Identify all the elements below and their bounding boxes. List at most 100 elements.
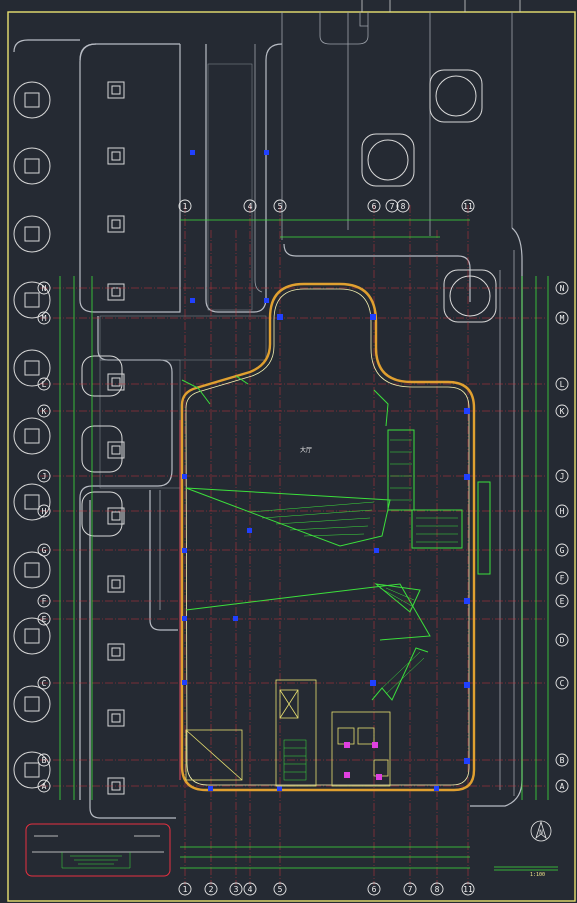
axis-label: J [560, 472, 565, 481]
axis-bubble-A: A [37, 779, 51, 793]
axis-bubble-8: 8 [430, 882, 444, 896]
axis-label: M [560, 314, 565, 323]
axis-bubble-E: E [555, 594, 569, 608]
inset-section-detail [25, 823, 171, 877]
axis-label: A [42, 782, 47, 791]
axis-bubble-5: 5 [273, 882, 287, 896]
axis-bubble-1: 1 [178, 882, 192, 896]
axis-label: B [42, 756, 47, 765]
axis-bubble-F: F [37, 594, 51, 608]
axis-bubble-8: 8 [396, 199, 410, 213]
axis-bubble-H: H [555, 504, 569, 518]
axis-label: 8 [401, 202, 406, 211]
axis-bubble-K: K [37, 404, 51, 418]
title-strip [361, 0, 521, 12]
axis-bubble-2: 2 [204, 882, 218, 896]
axis-label: G [560, 546, 565, 555]
axis-bubble-H: H [37, 504, 51, 518]
axis-bubble-B: B [37, 753, 51, 767]
axis-label: C [42, 679, 47, 688]
room-label-hall: 大厅 [300, 446, 312, 454]
axis-bubble-3: 3 [229, 882, 243, 896]
paving-area [99, 63, 267, 489]
axis-bubble-5: 5 [273, 199, 287, 213]
axis-label: E [42, 615, 47, 624]
axis-bubble-J: J [555, 469, 569, 483]
axis-label: B [560, 756, 565, 765]
axis-label: 8 [435, 885, 440, 894]
axis-label: A [560, 782, 565, 791]
axis-bubble-M: M [555, 311, 569, 325]
axis-bubble-C: C [37, 676, 51, 690]
axis-bubble-6: 6 [367, 199, 381, 213]
axis-bubble-E: E [37, 612, 51, 626]
interior-elements [181, 375, 491, 701]
axis-bubble-B: B [555, 753, 569, 767]
axis-label: D [560, 636, 565, 645]
structural-grid [40, 205, 545, 885]
axis-label: 3 [234, 885, 239, 894]
service-core [185, 679, 391, 787]
axis-label: 7 [390, 202, 395, 211]
scale-note: 1:100 [530, 872, 545, 878]
axis-label: 4 [248, 202, 253, 211]
axis-label: N [42, 284, 47, 293]
axis-label: C [560, 679, 565, 688]
axis-label: E [560, 597, 565, 606]
column-markers [182, 150, 470, 791]
axis-bubble-6: 6 [367, 882, 381, 896]
axis-label: G [42, 546, 47, 555]
axis-label: J [42, 472, 47, 481]
axis-label: 6 [372, 885, 377, 894]
axis-bubble-G: G [555, 543, 569, 557]
axis-label: K [560, 407, 565, 416]
axis-label: H [560, 507, 565, 516]
axis-bubbles-left: N M L K J H G FE C B A [37, 281, 51, 793]
axis-label: M [42, 314, 47, 323]
axis-bubble-J: J [37, 469, 51, 483]
axis-bubble-D: D [555, 633, 569, 647]
north-arrow [530, 820, 552, 842]
axis-bubble-G: G [37, 543, 51, 557]
axis-bubble-N: N [555, 281, 569, 295]
axis-bubble-L: L [555, 377, 569, 391]
axis-label: 11 [463, 885, 473, 894]
axis-label: 7 [408, 885, 413, 894]
axis-label: K [42, 407, 47, 416]
axis-label: L [42, 380, 47, 389]
axis-bubble-11: 11 [461, 199, 475, 213]
axis-label: 5 [278, 885, 283, 894]
axis-label: 1 [183, 202, 188, 211]
axis-label: H [42, 507, 47, 516]
axis-label: 6 [372, 202, 377, 211]
axis-label: F [42, 597, 47, 606]
axis-label: 4 [248, 885, 253, 894]
north-label: N [539, 829, 543, 836]
axis-bubble-7: 7 [403, 882, 417, 896]
tree-planters-top [361, 69, 497, 323]
axis-bubble-1: 1 [178, 199, 192, 213]
axis-bubble-C: C [555, 676, 569, 690]
dimension-lines [59, 219, 558, 871]
axis-bubble-K: K [555, 404, 569, 418]
axis-bubble-M: M [37, 311, 51, 325]
axis-bubble-4: 4 [243, 882, 257, 896]
axis-label: N [560, 284, 565, 293]
building-outline [179, 282, 476, 792]
site-roads [13, 12, 523, 819]
axis-label: L [560, 380, 565, 389]
axis-bubble-11: 11 [461, 882, 475, 896]
axis-bubble-A: A [555, 779, 569, 793]
axis-label: 2 [209, 885, 214, 894]
axis-label: 11 [463, 202, 473, 211]
axis-bubbles-right: N M L K J H G F E D C B A [555, 281, 569, 793]
axis-label: 1 [183, 885, 188, 894]
tree-row-left [13, 81, 51, 789]
axis-bubble-F: F [555, 571, 569, 585]
sheet-border [7, 11, 576, 902]
tree-pits-column [81, 81, 125, 795]
